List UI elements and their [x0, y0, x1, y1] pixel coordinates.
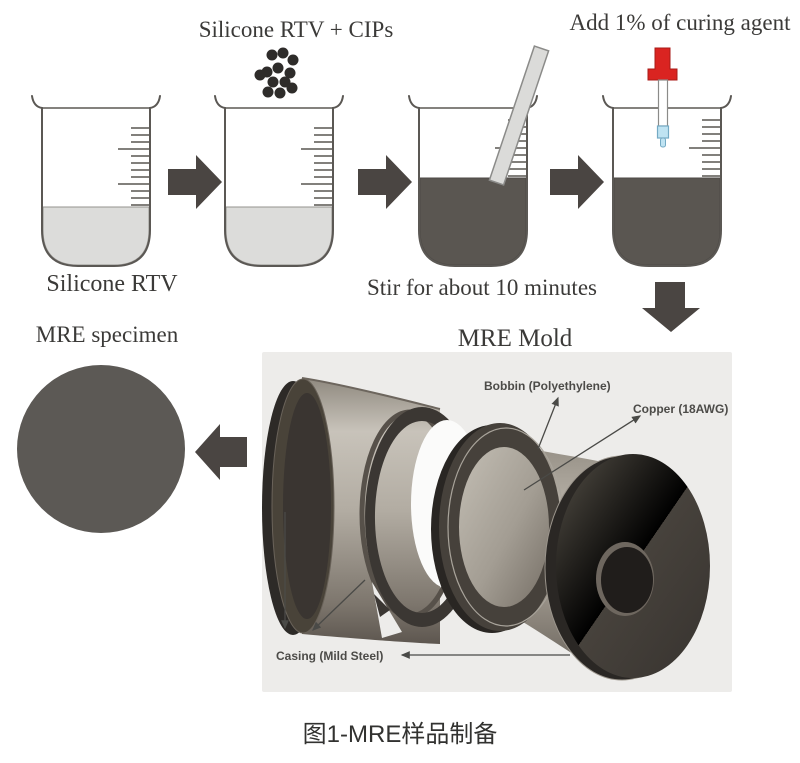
- mold-bobbin-flange: [431, 423, 565, 633]
- graduation-marks: [689, 119, 720, 177]
- flow-arrow-left-icon: [195, 424, 247, 480]
- graduation-marks: [118, 127, 149, 206]
- dropper-barrel: [657, 79, 669, 127]
- label-mre-specimen: MRE specimen: [35, 322, 179, 347]
- silicone-liquid: [225, 206, 333, 266]
- flow-arrow-down-icon: [642, 282, 700, 332]
- beaker-silicone-rtv: [31, 95, 161, 267]
- cip-particles-icon: [254, 47, 299, 99]
- dropper-bulb: [647, 47, 678, 81]
- label-mre-mold-title: MRE Mold: [457, 325, 573, 352]
- annotation-arrows: [281, 396, 642, 659]
- mold-flange-disc: [544, 454, 710, 681]
- flow-arrow-right-icon: [550, 155, 604, 209]
- label-silicone-rtv-cips: Silicone RTV + CIPs: [198, 17, 394, 42]
- label-stir-minutes: Stir for about 10 minutes: [367, 275, 597, 300]
- beaker-outline: [31, 95, 161, 267]
- mre-specimen-circle: [17, 365, 185, 533]
- label-add-curing-agent: Add 1% of curing agent: [569, 10, 791, 35]
- mold-bore-hole: [601, 547, 653, 613]
- bobbin-pointer-arrow: [537, 396, 559, 450]
- beaker-outline: [214, 95, 344, 267]
- beaker-stirring: [408, 45, 550, 267]
- dropper-tip: [660, 137, 666, 148]
- label-copper: Copper (18AWG): [633, 402, 728, 416]
- copper-pointer-arrow: [523, 415, 642, 491]
- label-silicone-rtv: Silicone RTV: [46, 271, 178, 297]
- casing-diagonal-arrow: [312, 579, 366, 631]
- beaker-outline: [602, 95, 732, 267]
- flow-arrow-right-icon: [358, 155, 412, 209]
- silicone-liquid: [42, 206, 150, 266]
- stir-rod-icon: [488, 45, 550, 186]
- mre-mixture-liquid: [613, 177, 721, 266]
- mre-mixture-liquid: [419, 177, 527, 266]
- graduation-marks: [301, 127, 332, 206]
- dropper-liquid: [656, 125, 670, 139]
- mold-end-ring: [365, 407, 480, 638]
- dropper-icon: [647, 47, 678, 148]
- beaker-curing-agent: [602, 47, 732, 267]
- label-bobbin: Bobbin (Polyethylene): [484, 379, 611, 393]
- mre-mold-figure: Bobbin (Polyethylene) Copper (18AWG) Cas…: [262, 352, 732, 692]
- label-casing: Casing (Mild Steel): [276, 649, 383, 663]
- figure-caption: 图1-MRE样品制备: [302, 721, 498, 748]
- flow-arrow-right-icon: [168, 155, 222, 209]
- beaker-silicone-cips: [214, 47, 344, 267]
